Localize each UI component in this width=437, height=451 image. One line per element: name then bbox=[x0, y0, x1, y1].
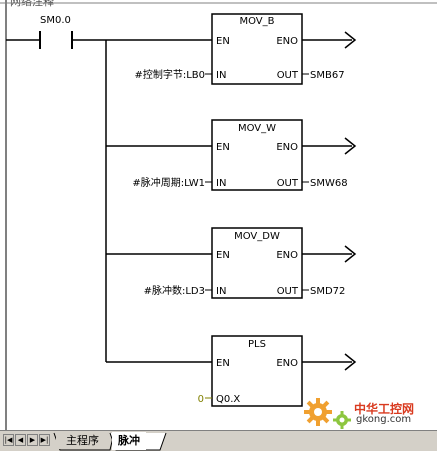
contact-label: SM0.0 bbox=[40, 15, 71, 26]
pls-block[interactable]: PLS EN ENO Q0.X 0 bbox=[198, 335, 357, 407]
en-pin: EN bbox=[216, 250, 230, 261]
in-pin: IN bbox=[216, 178, 226, 189]
out-operand[interactable]: SMB67 bbox=[310, 70, 345, 81]
last-tab-button[interactable]: ▶| bbox=[39, 434, 50, 446]
eno-arrow bbox=[344, 353, 357, 371]
network-comment: 网络注释 bbox=[10, 0, 54, 8]
mov-b-block[interactable]: MOV_B EN ENO IN OUT #控制字节:LB0 SMB67 bbox=[134, 13, 357, 85]
in-operand[interactable]: #脉冲数:LD3 bbox=[144, 284, 205, 297]
watermark-title: 中华工控网 bbox=[354, 402, 415, 416]
prev-tab-button[interactable]: ◀ bbox=[15, 434, 26, 446]
eno-arrow bbox=[344, 31, 357, 49]
eno-pin: ENO bbox=[276, 36, 298, 47]
block-title: MOV_DW bbox=[234, 231, 280, 242]
block-title: MOV_B bbox=[239, 16, 274, 27]
out-pin: OUT bbox=[277, 286, 299, 297]
tab-bar: |◀ ◀ ▶ ▶| 主程序 脉冲 bbox=[0, 430, 437, 451]
eno-pin: ENO bbox=[276, 142, 298, 153]
block-title: MOV_W bbox=[238, 123, 276, 134]
out-operand[interactable]: SMD72 bbox=[310, 286, 345, 297]
first-tab-button[interactable]: |◀ bbox=[3, 434, 14, 446]
eno-arrow bbox=[344, 137, 357, 155]
out-pin: OUT bbox=[277, 70, 299, 81]
en-pin: EN bbox=[216, 358, 230, 369]
tab-main-program[interactable]: 主程序 bbox=[56, 432, 103, 449]
tab-pulse[interactable]: 脉冲 bbox=[112, 432, 146, 450]
in-pin: IN bbox=[216, 286, 226, 297]
gkong-watermark: 中华工控网 gkong.com bbox=[298, 392, 437, 432]
out-operand[interactable]: SMW68 bbox=[310, 178, 348, 189]
mov-w-block[interactable]: MOV_W EN ENO IN OUT #脉冲周期:LW1 SMW68 bbox=[132, 119, 357, 191]
contact-sm00[interactable]: SM0.0 bbox=[6, 15, 212, 49]
ladder-diagram: SM0.0 MOV_B EN ENO IN OUT #控制字节:LB0 SMB6… bbox=[0, 0, 437, 430]
out-pin: OUT bbox=[277, 178, 299, 189]
in-pin: IN bbox=[216, 70, 226, 81]
in-operand[interactable]: #脉冲周期:LW1 bbox=[132, 176, 205, 189]
mov-dw-block[interactable]: MOV_DW EN ENO IN OUT #脉冲数:LD3 SMD72 bbox=[144, 227, 357, 299]
next-tab-button[interactable]: ▶ bbox=[27, 434, 38, 446]
en-pin: EN bbox=[216, 142, 230, 153]
watermark-url: gkong.com bbox=[356, 414, 412, 425]
eno-pin: ENO bbox=[276, 358, 298, 369]
q-pin: Q0.X bbox=[216, 394, 240, 405]
eno-pin: ENO bbox=[276, 250, 298, 261]
gear-logo-icon bbox=[304, 398, 351, 429]
eno-arrow bbox=[344, 245, 357, 263]
block-title: PLS bbox=[248, 339, 266, 350]
en-pin: EN bbox=[216, 36, 230, 47]
in-operand[interactable]: 0 bbox=[198, 394, 204, 405]
in-operand[interactable]: #控制字节:LB0 bbox=[134, 68, 205, 81]
